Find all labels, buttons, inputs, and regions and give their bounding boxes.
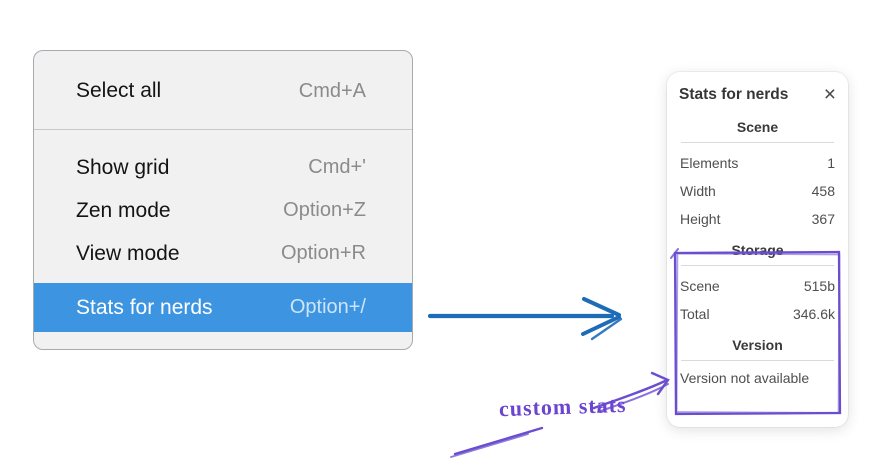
section-divider <box>681 360 834 361</box>
blue-arrow <box>427 297 623 341</box>
stat-value: 346.6k <box>792 306 835 322</box>
menu-item-select-all[interactable]: Select all Cmd+A <box>34 65 412 117</box>
section-divider <box>681 142 834 143</box>
menu-item-view-mode[interactable]: View mode Option+R <box>34 232 412 275</box>
menu-item-shortcut: Option+/ <box>289 296 366 318</box>
menu-item-shortcut: Cmd+A <box>298 79 366 102</box>
menu-item-label: Show grid <box>76 155 170 179</box>
menu-item-zen-mode[interactable]: Zen mode Option+Z <box>34 189 412 232</box>
purple-arrow-lower-left <box>450 426 544 458</box>
stat-value: 367 <box>811 211 835 227</box>
stat-row-elements: Elements 1 <box>679 149 836 177</box>
stat-row-height: Height 367 <box>679 205 836 233</box>
menu-item-label: View mode <box>76 241 180 265</box>
menu-item-label: Zen mode <box>76 198 171 222</box>
stats-panel: Stats for nerds × Scene Elements 1 Width… <box>667 72 848 427</box>
annotation-label: custom stats <box>498 391 627 422</box>
stat-row-width: Width 458 <box>679 177 836 205</box>
section-divider <box>681 265 834 266</box>
stat-label: Scene <box>680 278 720 294</box>
stat-value: 1 <box>827 155 835 171</box>
stat-label: Width <box>680 183 716 199</box>
stats-panel-title: Stats for nerds <box>679 86 789 103</box>
menu-divider <box>34 129 412 130</box>
stat-row-scene-storage: Scene 515b <box>679 272 836 300</box>
stat-value: 515b <box>803 278 835 294</box>
menu-item-shortcut: Cmd+' <box>308 156 366 178</box>
menu-item-stats-for-nerds[interactable]: Stats for nerds Option+/ <box>34 283 412 332</box>
stats-panel-header: Stats for nerds × <box>679 83 836 106</box>
stat-value: 458 <box>811 183 835 199</box>
scene-section-heading: Scene <box>736 119 779 135</box>
version-section-heading: Version <box>732 337 783 353</box>
menu-item-label: Select all <box>76 79 162 102</box>
version-note: Version not available <box>680 370 810 386</box>
stat-label: Height <box>680 211 721 227</box>
menu-item-shortcut: Option+R <box>280 242 366 264</box>
context-menu: Select all Cmd+A Show grid Cmd+' Zen mod… <box>33 50 413 350</box>
storage-section-heading: Storage <box>731 242 784 258</box>
close-icon[interactable]: × <box>823 83 836 106</box>
menu-item-label: Stats for nerds <box>76 295 213 319</box>
stat-label: Total <box>680 306 710 322</box>
menu-item-shortcut: Option+Z <box>283 199 366 221</box>
stat-label: Elements <box>680 155 739 171</box>
stat-row-total-storage: Total 346.6k <box>679 300 836 328</box>
menu-item-show-grid[interactable]: Show grid Cmd+' <box>34 146 412 189</box>
